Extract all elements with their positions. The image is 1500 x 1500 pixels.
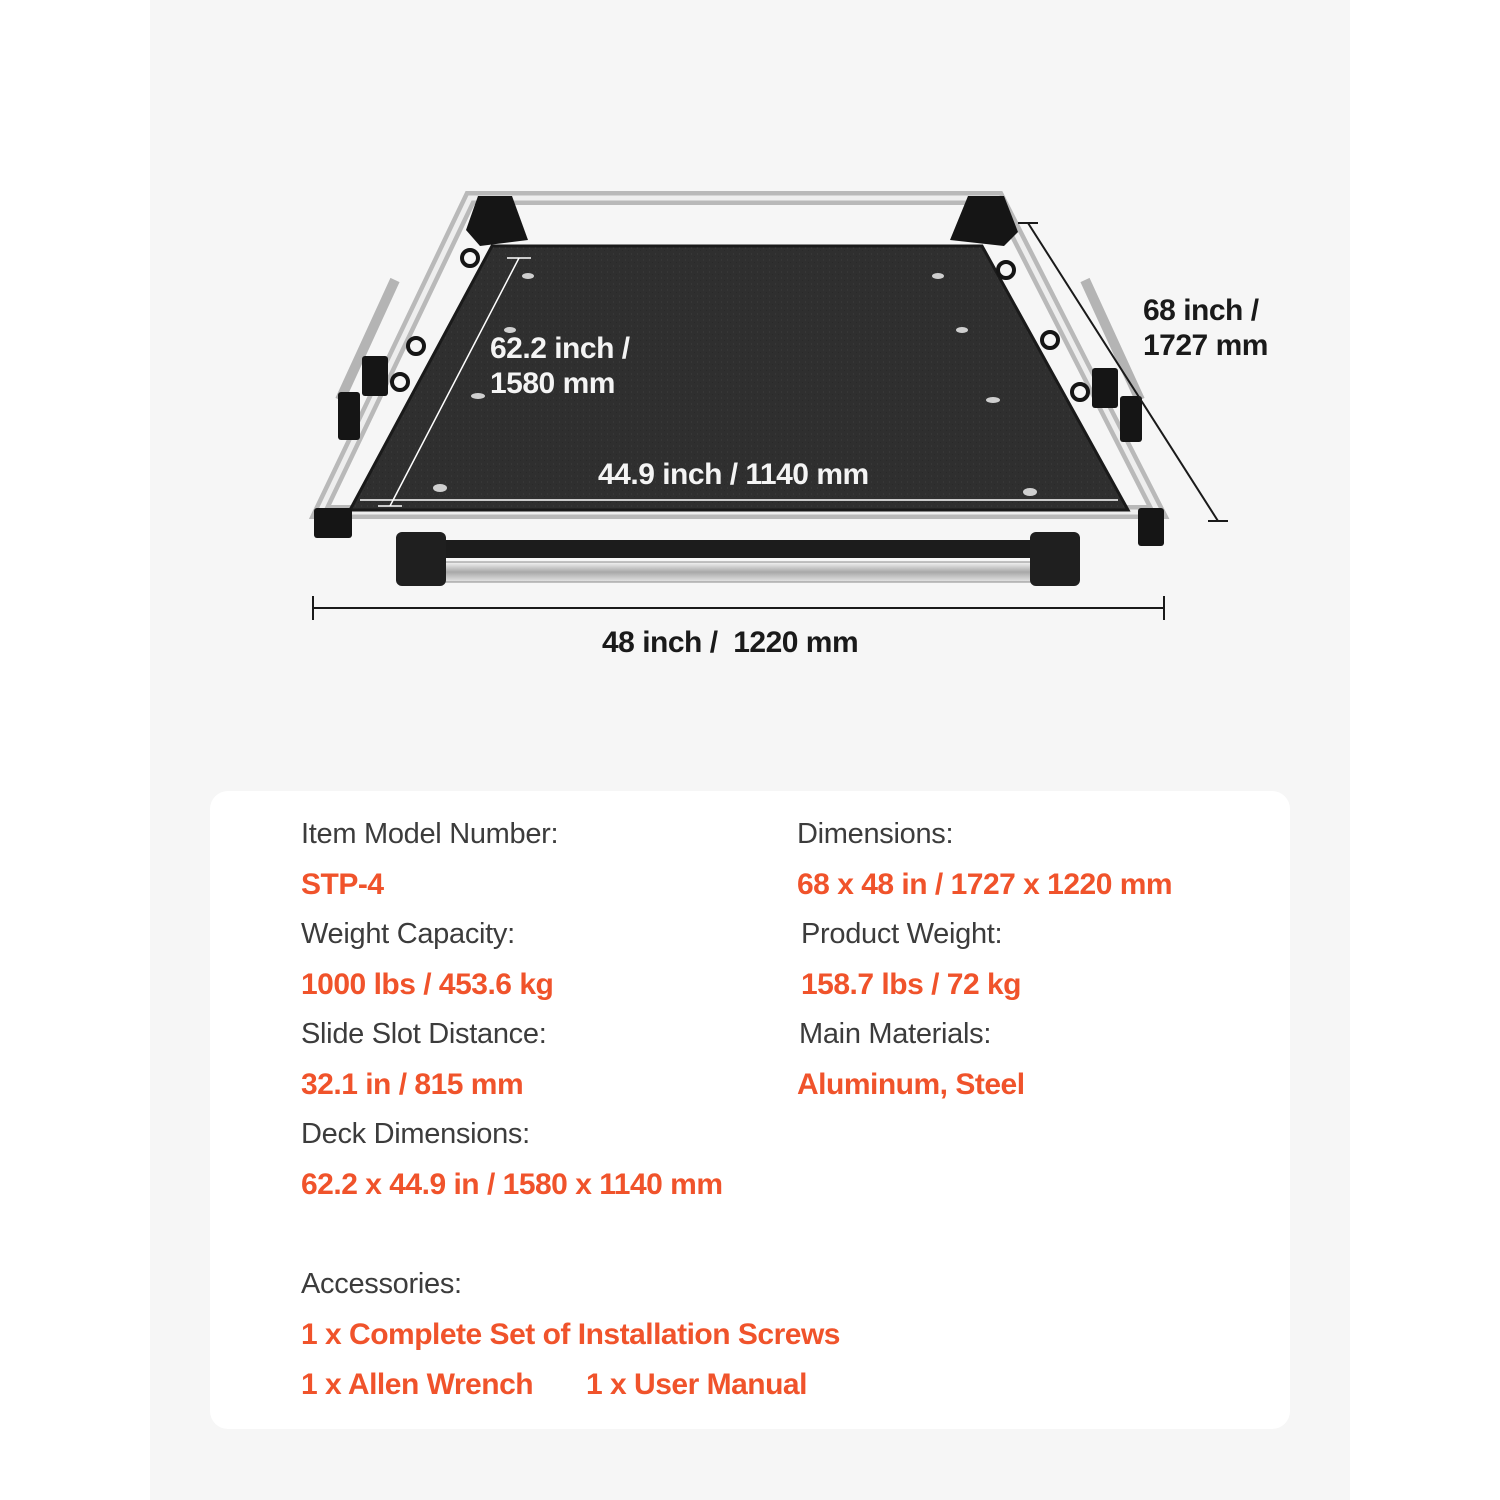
main-materials-label: Main Materials: [799, 1018, 992, 1050]
dimensions-value: 68 x 48 in / 1727 x 1220 mm [797, 868, 1173, 901]
deck-length-line-1: 62.2 inch / [490, 332, 630, 365]
weight-capacity-value: 1000 lbs / 453.6 kg [301, 968, 554, 1001]
accessory-item: 1 x Allen Wrench [301, 1368, 534, 1401]
deck-dimensions-label: Deck Dimensions: [301, 1118, 530, 1150]
product-weight-value: 158.7 lbs / 72 kg [801, 968, 1021, 1001]
product-weight-label: Product Weight: [801, 918, 1003, 950]
deck-width-label: 44.9 inch / 1140 mm [598, 458, 869, 491]
slide-slot-distance-label: Slide Slot Distance: [301, 1018, 547, 1050]
accessory-item: 1 x Complete Set of Installation Screws [301, 1318, 841, 1351]
deck-dimensions-value: 62.2 x 44.9 in / 1580 x 1140 mm [301, 1168, 723, 1201]
main-materials-value: Aluminum, Steel [797, 1068, 1025, 1101]
deck-length-label: 62.2 inch / 1580 mm [490, 331, 630, 401]
item-model-number-label: Item Model Number: [301, 818, 559, 850]
dimensions-label: Dimensions: [797, 818, 954, 850]
overall-width-label: 48 inch / 1220 mm [602, 626, 859, 659]
overall-length-line-1: 68 inch / [1143, 294, 1259, 327]
item-model-number-value: STP-4 [301, 868, 384, 901]
overall-length-line-2: 1727 mm [1143, 329, 1268, 362]
deck-dimension-guides [360, 257, 1118, 507]
length-dimension-line [1018, 222, 1228, 522]
accessory-item: 1 x User Manual [586, 1368, 807, 1401]
specifications-card [210, 791, 1290, 1429]
deck-length-line-2: 1580 mm [490, 367, 615, 400]
width-dimension-line [312, 596, 1165, 620]
accessories-label: Accessories: [301, 1268, 462, 1300]
deck-surface [347, 244, 1131, 512]
slide-slot-distance-value: 32.1 in / 815 mm [301, 1068, 524, 1101]
front-handle [396, 532, 1080, 586]
deck-mounting-holes [433, 273, 1037, 496]
cargo-tray-illustration [308, 191, 1228, 620]
tie-down-rings [390, 248, 1090, 402]
corner-brackets [314, 196, 1164, 546]
weight-capacity-label: Weight Capacity: [301, 918, 515, 950]
overall-length-label: 68 inch / 1727 mm [1143, 293, 1268, 363]
